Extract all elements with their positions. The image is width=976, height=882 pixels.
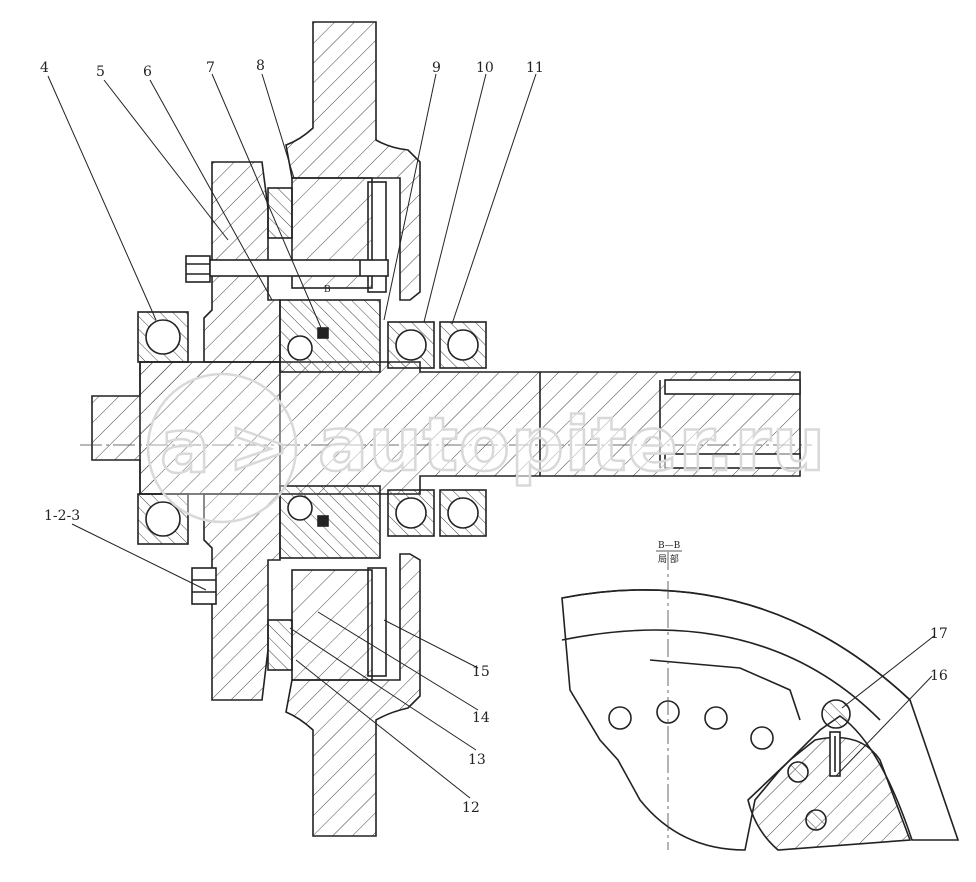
bearing-lower-10 [387,489,435,537]
main-section-view [91,21,801,837]
watermark: a > autopiter.ru autopiter.ru [146,372,826,524]
section-subtitle: 局 部 [658,553,679,565]
detail-view-bb [561,589,960,851]
callout-6: 6 [143,64,152,80]
gear-upper [285,21,421,301]
callout-12: 12 [462,800,480,816]
callout-7: 7 [206,60,215,76]
callout-9: 9 [432,60,441,76]
callout-14: 14 [472,710,490,726]
section-title: B—B [658,541,681,551]
leader-lines [47,73,935,799]
bolt-upper [185,255,389,283]
bolt-lower [191,567,217,605]
watermark-fill: autopiter.ru [318,402,826,488]
bearing-upper-11 [439,321,487,369]
callout-15: 15 [472,664,490,680]
callout-11: 11 [526,60,544,76]
callout-labels: 4 5 6 7 8 9 10 11 1-2-3 12 13 14 15 16 1… [40,58,948,816]
plate-lower [291,569,373,681]
callout-10: 10 [476,60,494,76]
callout-5: 5 [96,64,105,80]
callout-8: 8 [256,58,265,74]
section-marker: B [324,285,331,295]
bearing-lower-11 [439,489,487,537]
callout-1-2-3: 1-2-3 [44,508,80,524]
gear-lower [285,553,421,837]
bearing-left-upper-4 [137,311,189,363]
callout-4: 4 [40,60,49,76]
svg-text:>: > [228,404,291,490]
bearing-left-lower-4 [137,493,189,545]
callout-13: 13 [468,752,486,768]
callout-17: 17 [930,626,948,642]
detail-hatched-region [747,736,912,851]
svg-text:a: a [160,404,211,490]
callout-16: 16 [930,668,948,684]
bearing-upper-10 [387,321,435,369]
clutch-upper [279,299,381,373]
ring-lower [267,619,293,671]
watermark-text: autopiter.ru [318,402,826,488]
